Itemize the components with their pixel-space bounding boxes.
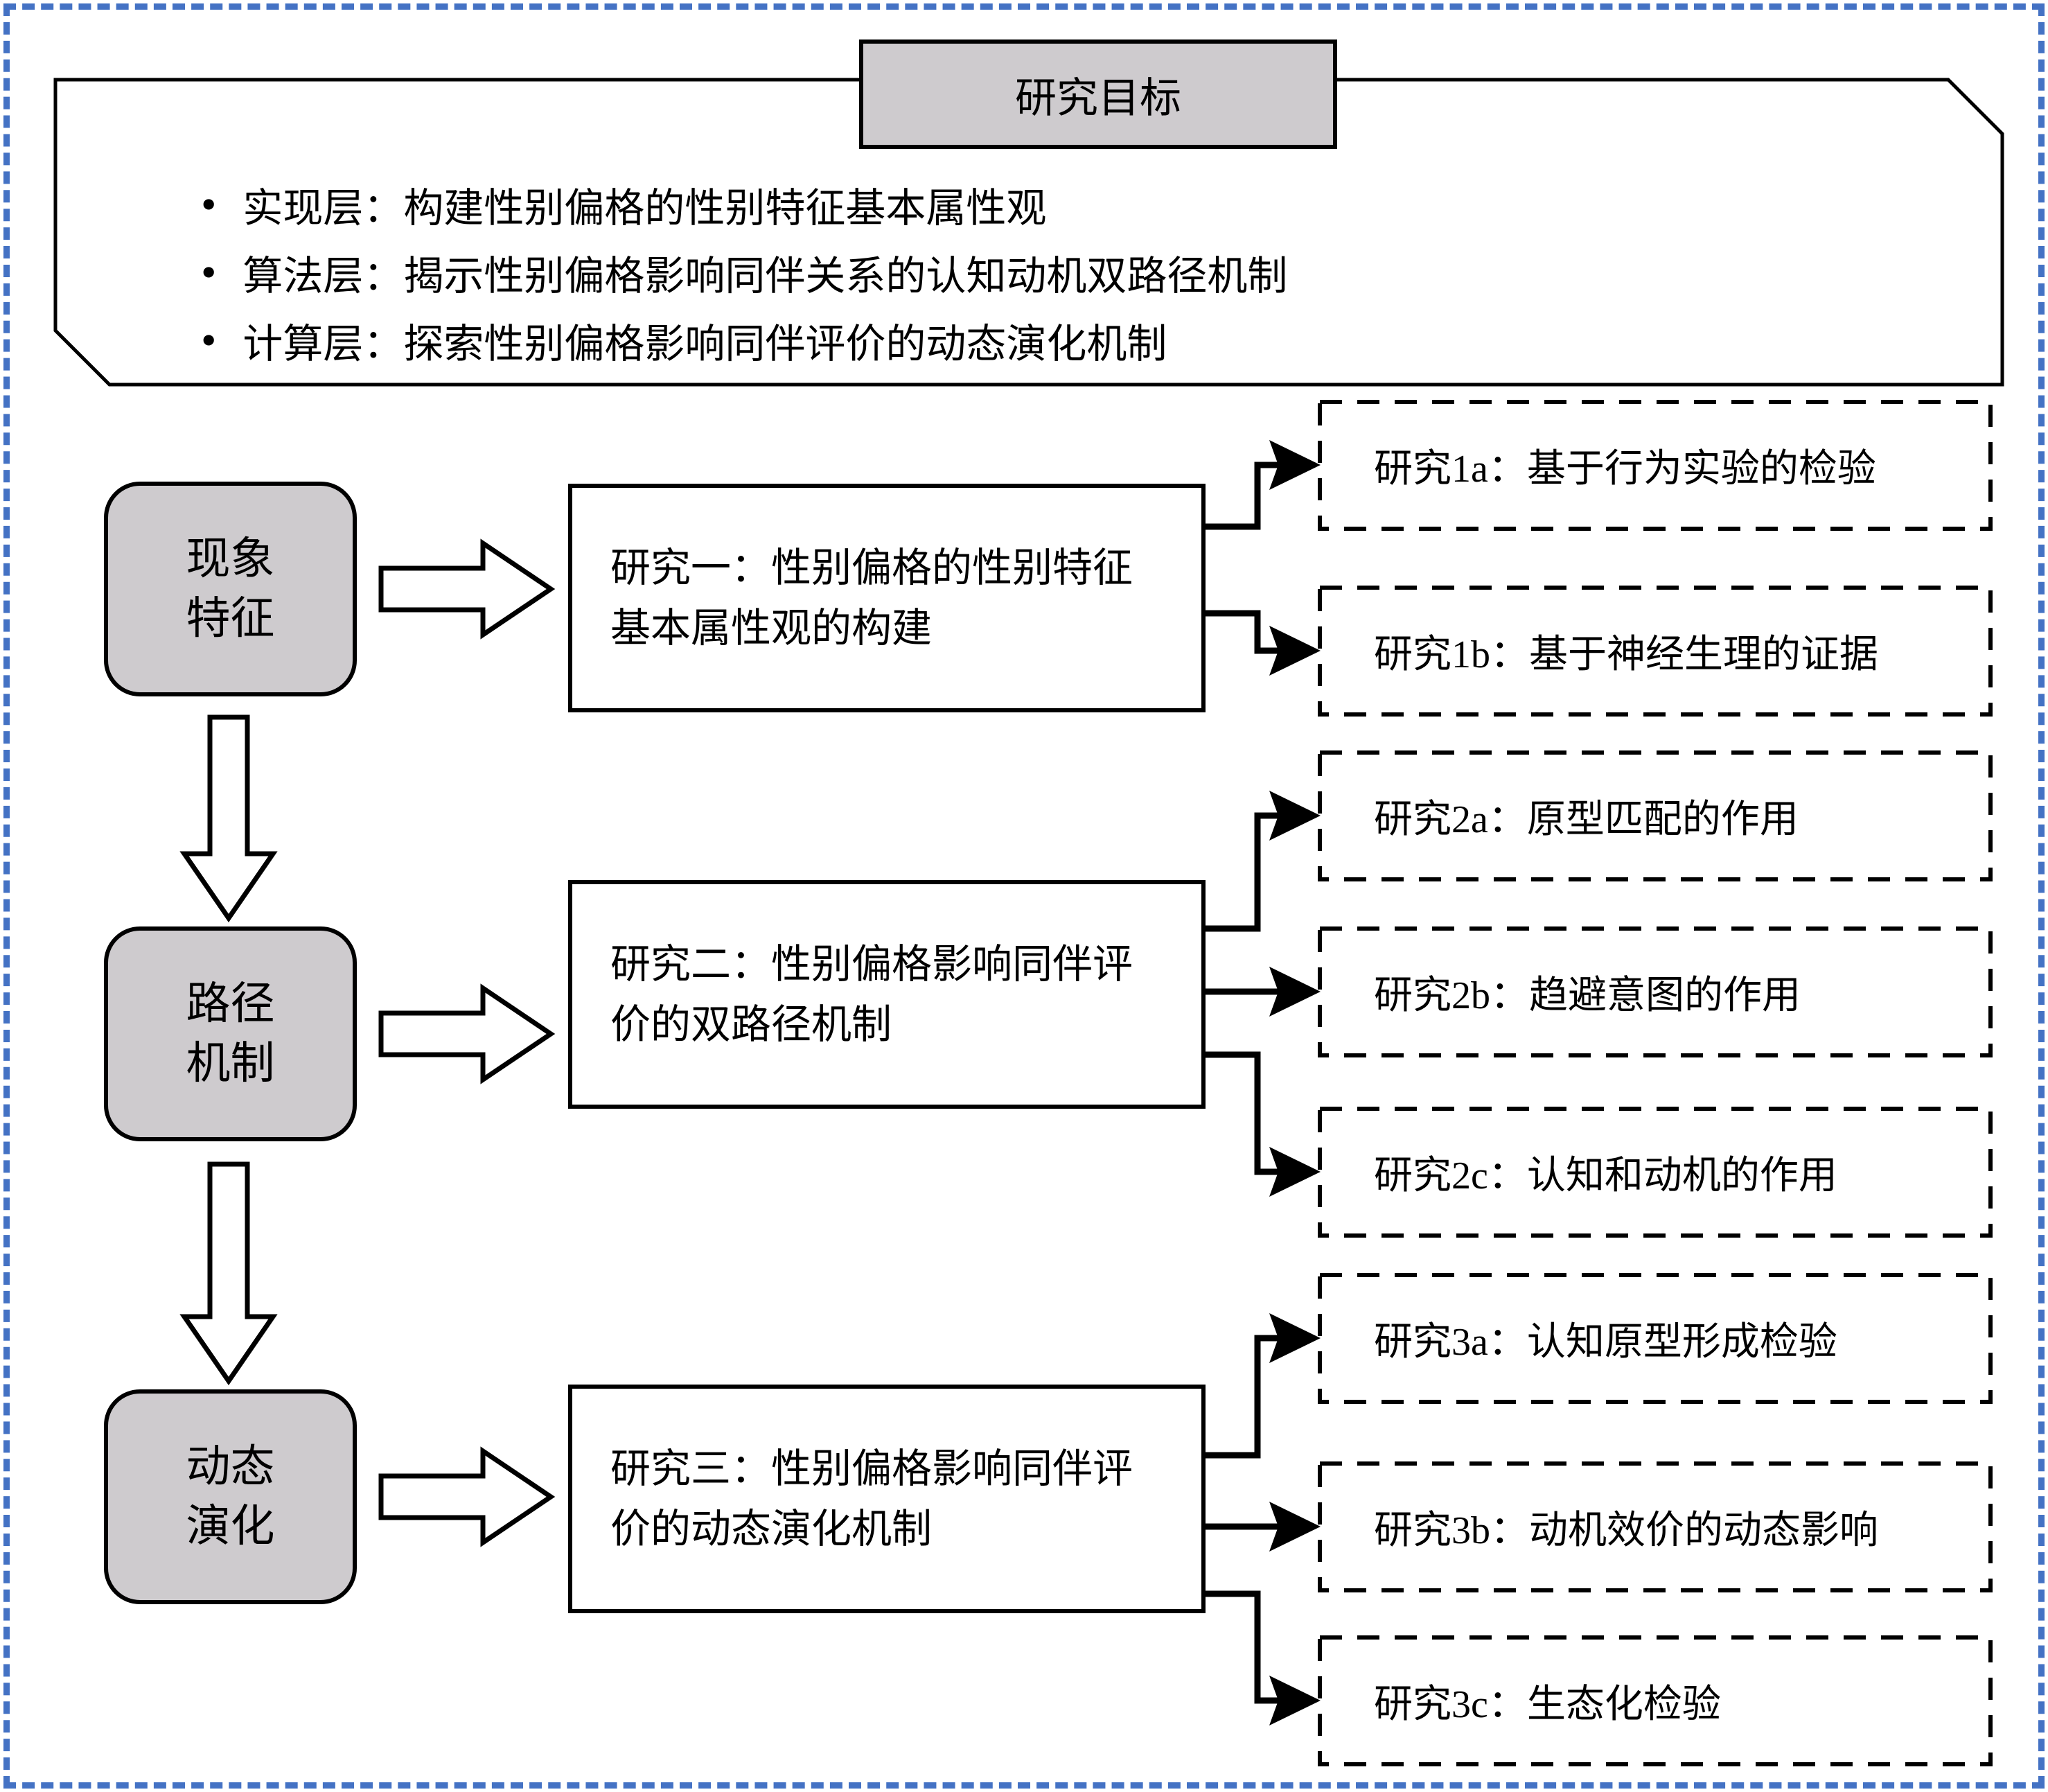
sub-study-3c-label: 研究3c：生态化检验: [1320, 1637, 1990, 1764]
goal-title: 研究目标: [1015, 75, 1181, 121]
sub-study-1a-text: 研究1a：基于行为实验的检验: [1374, 448, 1876, 491]
connector-study2-to-2a: [1206, 812, 1278, 932]
study-2-title: 研究二：性别偏格影响同伴评价的双路径机制: [610, 942, 1133, 1047]
arrow-stage3-to-study3: [378, 1446, 556, 1547]
study-1-title: 研究一：性别偏格的性别特征基本属性观的构建: [610, 545, 1133, 651]
sub-study-2b-box: [1318, 926, 1993, 1057]
arrowhead-1b: [1269, 626, 1321, 676]
stage-2-label: 路径 机制: [186, 978, 275, 1088]
goal-bullet-1-text: 实现层：构建性别偏格的性别特征基本属性观: [242, 186, 1047, 231]
sub-study-3a-text: 研究3a：认知原型形成检验: [1374, 1321, 1837, 1364]
stage-box-pathway: 路径 机制: [104, 926, 357, 1141]
stage-3-label: 动态 演化: [186, 1441, 275, 1551]
study-3-title: 研究三：性别偏格影响同伴评价的动态演化机制: [610, 1446, 1133, 1552]
arrow-stage2-to-study2: [378, 983, 556, 1084]
sub-study-2a-label: 研究2a：原型匹配的作用: [1320, 753, 1990, 879]
goal-bullet-3-text: 计算层：探索性别偏格影响同伴评价的动态演化机制: [242, 322, 1167, 367]
sub-study-3c-text: 研究3c：生态化检验: [1374, 1683, 1721, 1726]
connector-study3-to-3a: [1206, 1335, 1278, 1459]
arrowhead-2b: [1269, 967, 1321, 1017]
stage-box-dynamic: 动态 演化: [104, 1389, 357, 1604]
goal-bullet-2-text: 算法层：揭示性别偏格影响同伴关系的认知动机双路径机制: [242, 254, 1288, 299]
arrowhead-3b: [1269, 1502, 1321, 1552]
goal-title-box: 研究目标: [859, 39, 1337, 149]
goal-bullet-3: • 计算层：探索性别偏格影响同伴评价的动态演化机制: [201, 306, 1287, 374]
goal-bullet-2: • 算法层：揭示性别偏格影响同伴关系的认知动机双路径机制: [201, 238, 1287, 306]
goal-bullet-1: • 实现层：构建性别偏格的性别特征基本属性观: [201, 170, 1287, 238]
sub-study-1a-box: [1318, 400, 1993, 531]
sub-study-3b-box: [1318, 1461, 1993, 1592]
sub-study-1b-label: 研究1b：基于神经生理的证据: [1320, 588, 1990, 714]
arrow-stage1-to-study1: [378, 538, 556, 640]
sub-study-3c-box: [1318, 1635, 1993, 1766]
study-3-box: 研究三：性别偏格影响同伴评价的动态演化机制: [568, 1385, 1206, 1613]
sub-study-2c-label: 研究2c：认知和动机的作用: [1320, 1109, 1990, 1236]
arrowhead-3a: [1269, 1313, 1321, 1363]
arrowhead-2c: [1269, 1147, 1321, 1197]
arrowhead-3c: [1269, 1676, 1321, 1725]
goal-panel-outline: [53, 78, 2004, 387]
arrowhead-2a: [1269, 791, 1321, 841]
sub-study-2c-text: 研究2c：认知和动机的作用: [1374, 1154, 1837, 1197]
arrow-stage1-to-stage2: [179, 714, 278, 923]
sub-study-3a-box: [1318, 1273, 1993, 1404]
sub-study-2a-text: 研究2a：原型匹配的作用: [1374, 798, 1799, 841]
bullet-dot-icon: •: [201, 179, 217, 229]
bullet-dot-icon: •: [201, 315, 217, 364]
connector-study1-to-1a: [1206, 462, 1278, 530]
sub-study-2b-text: 研究2b：趋避意图的作用: [1374, 974, 1801, 1017]
sub-study-1b-text: 研究1b：基于神经生理的证据: [1374, 633, 1878, 676]
stage-1-label: 现象 特征: [186, 534, 275, 643]
goal-bullet-list: • 实现层：构建性别偏格的性别特征基本属性观 • 算法层：揭示性别偏格影响同伴关…: [201, 170, 1287, 374]
connector-study2-to-2c: [1206, 1051, 1278, 1175]
sub-study-1b-box: [1318, 586, 1993, 717]
sub-study-2b-label: 研究2b：趋避意图的作用: [1320, 929, 1990, 1055]
study-2-box: 研究二：性别偏格影响同伴评价的双路径机制: [568, 880, 1206, 1109]
study-1-box: 研究一：性别偏格的性别特征基本属性观的构建: [568, 484, 1206, 712]
sub-study-2c-box: [1318, 1107, 1993, 1238]
bullet-dot-icon: •: [201, 247, 217, 297]
arrow-stage2-to-stage3: [179, 1161, 278, 1386]
sub-study-3b-text: 研究3b：动机效价的动态影响: [1374, 1509, 1878, 1552]
sub-study-3a-label: 研究3a：认知原型形成检验: [1320, 1275, 1990, 1402]
arrowhead-1a: [1269, 440, 1321, 490]
stage-box-phenomenon: 现象 特征: [104, 482, 357, 696]
connector-study3-to-3c: [1206, 1590, 1278, 1704]
connector-study1-to-1b: [1206, 610, 1278, 654]
sub-study-1a-label: 研究1a：基于行为实验的检验: [1320, 402, 1990, 529]
sub-study-3b-label: 研究3b：动机效价的动态影响: [1320, 1464, 1990, 1590]
sub-study-2a-box: [1318, 750, 1993, 881]
